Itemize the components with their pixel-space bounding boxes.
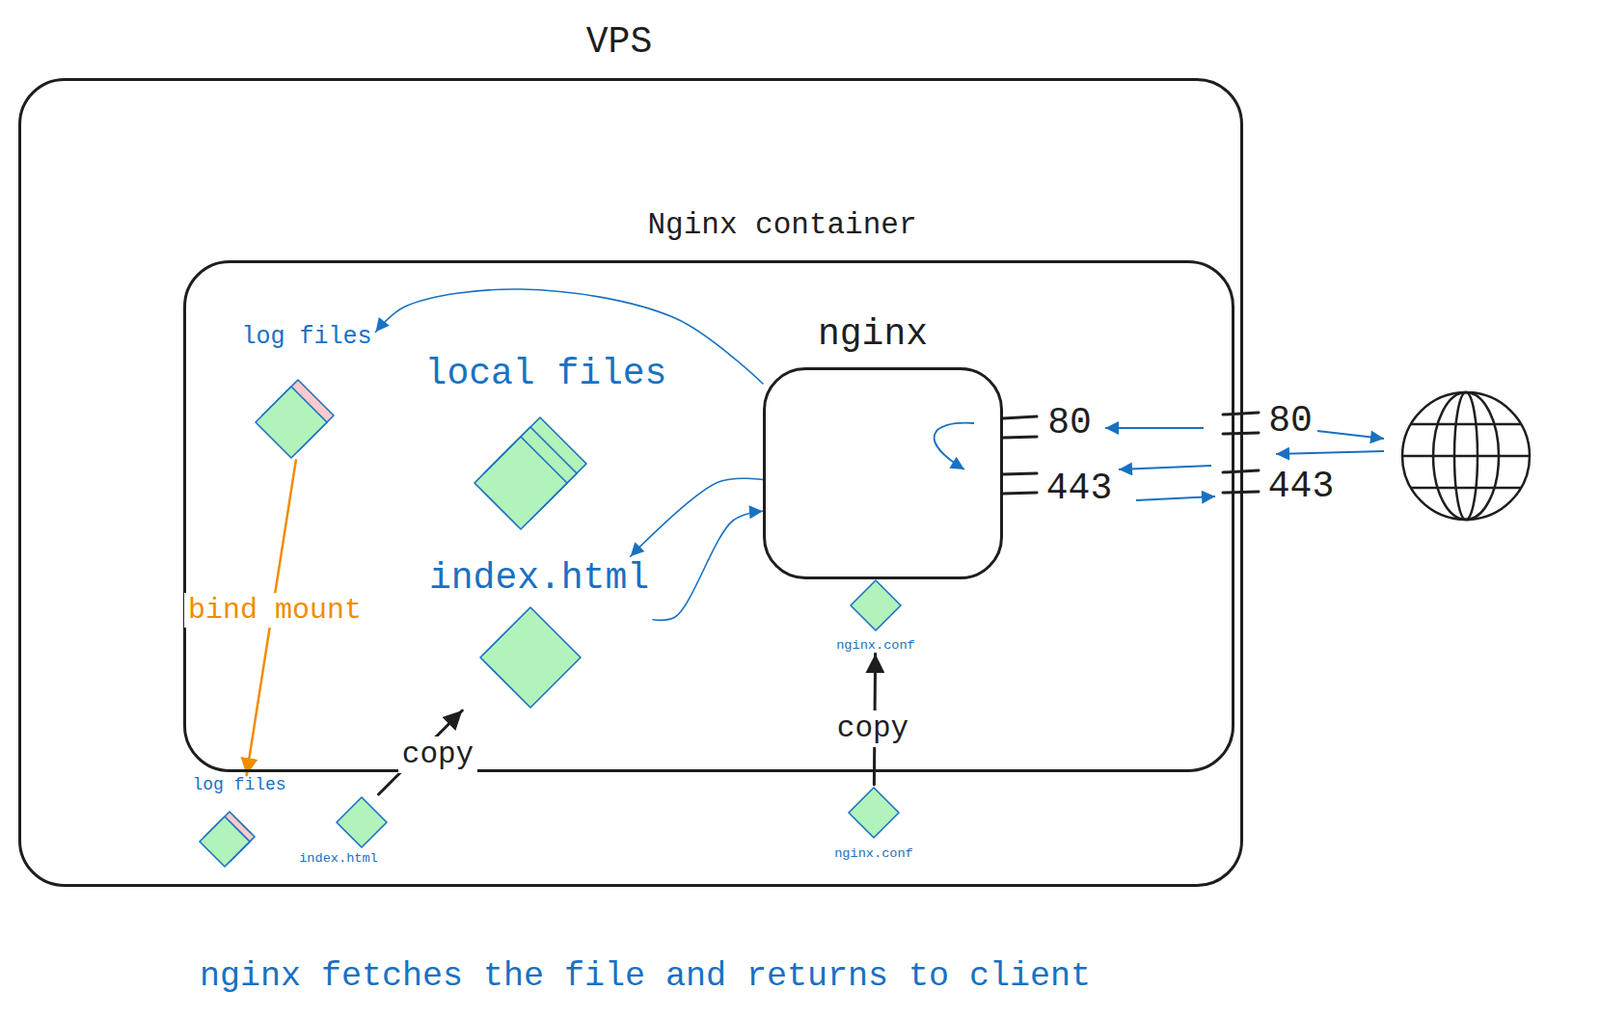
file-diamond	[848, 787, 899, 839]
file-label: log files	[237, 323, 376, 353]
file-diamond	[480, 607, 581, 708]
globe-equator	[1402, 455, 1530, 459]
port-number: 80	[1043, 401, 1096, 446]
traffic-arrow	[1105, 427, 1204, 430]
file-icon-shape	[333, 794, 390, 851]
edge-label: bind mount	[184, 593, 366, 628]
file-diamond	[255, 386, 327, 459]
port-tick	[1003, 473, 1037, 475]
file-label: nginx.conf	[830, 846, 918, 863]
file-label: index.html	[425, 556, 653, 601]
port-tick	[1003, 436, 1037, 438]
file-icon: nginx.conf	[832, 577, 920, 654]
traffic-arrow	[1118, 465, 1212, 470]
file-icon: log files	[237, 323, 376, 462]
traffic-arrow	[1136, 496, 1216, 501]
file-diamond	[199, 816, 250, 868]
box-heading: Nginx container	[643, 207, 921, 244]
box-heading: nginx	[813, 312, 932, 357]
file-icon-shape	[252, 377, 337, 462]
container-box: log files local files index.html nginx nginx…	[183, 260, 1235, 773]
edge-label: copy	[398, 736, 478, 773]
port-number: 443	[1264, 464, 1338, 510]
file-icon: index.html	[425, 556, 653, 711]
port-ticks	[1003, 412, 1259, 494]
file-label: local files	[421, 352, 672, 397]
file-icon-shape	[477, 604, 584, 711]
box-heading: VPS	[582, 20, 656, 65]
port-number: 80	[1264, 399, 1317, 444]
file-icon-shape	[471, 414, 590, 533]
edge-label: copy	[833, 710, 913, 747]
file-stack-icon: local files	[421, 352, 672, 533]
file-icon: log files	[188, 775, 290, 869]
globe-parallel	[1410, 487, 1521, 490]
port-tick	[1003, 492, 1037, 494]
file-diamond	[850, 580, 901, 631]
file-diamond	[336, 797, 387, 848]
file-icon-shape	[847, 577, 904, 634]
file-label: index.html	[295, 851, 382, 868]
file-label: nginx.conf	[832, 638, 920, 654]
globe-parallel	[1410, 423, 1521, 427]
globe-outline	[1402, 392, 1530, 520]
traffic-arrow	[1275, 451, 1384, 455]
internal-loop-arrow	[934, 423, 975, 470]
traffic-arrow	[1317, 431, 1384, 439]
connector	[652, 511, 763, 621]
file-icon: index.html	[295, 794, 390, 868]
connector	[630, 478, 763, 557]
file-icon-shape	[845, 785, 902, 841]
file-icon-shape	[196, 809, 258, 870]
port-number: 443	[1042, 466, 1116, 512]
file-icon: nginx.conf	[830, 785, 918, 863]
file-diamond	[474, 436, 568, 530]
port-tick	[1003, 416, 1037, 419]
file-label: log files	[188, 775, 290, 797]
globe-icon	[1402, 392, 1530, 520]
caption: nginx fetches the file and returns to cl…	[195, 956, 1095, 998]
process-box: nginx	[762, 367, 1004, 580]
